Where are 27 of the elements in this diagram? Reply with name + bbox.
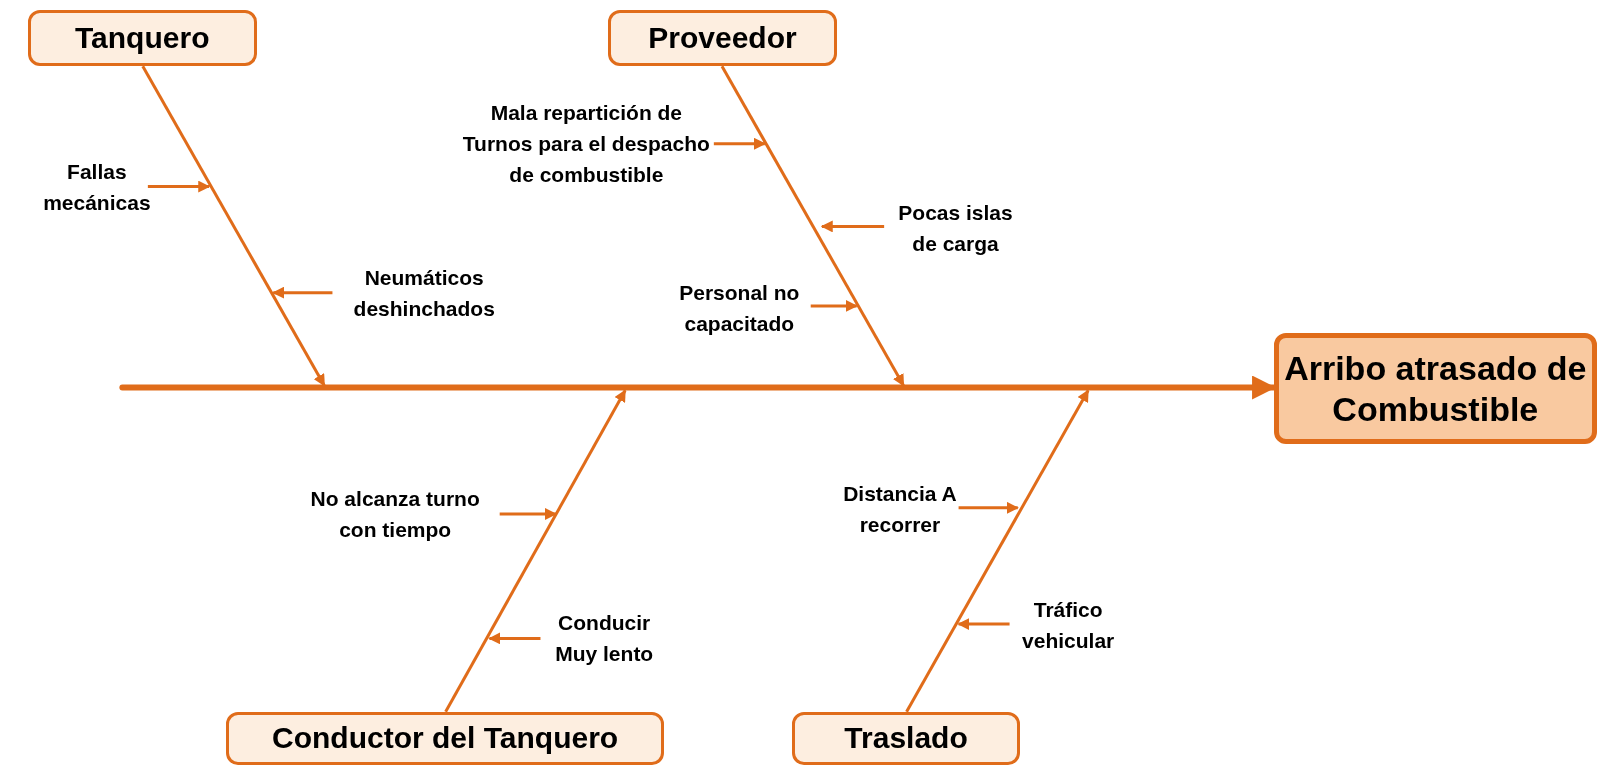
cause-arrow: [488, 632, 541, 645]
cause-arrow: [820, 220, 885, 233]
cause-arrow: [810, 299, 858, 312]
cause-label: No alcanza turno con tiempo: [290, 482, 500, 546]
bone-arrow: [720, 65, 905, 387]
bone-arrow: [444, 389, 627, 713]
effect-box: Arribo atrasado de Combustible: [1273, 333, 1597, 444]
bone-arrow: [141, 65, 326, 387]
cause-arrow: [147, 180, 211, 193]
cause-label: Tráfico vehicular: [1009, 593, 1127, 657]
cause-label: Neumáticos deshinchados: [332, 261, 516, 325]
category-box: Traslado: [792, 711, 1020, 765]
cause-arrow: [713, 137, 767, 150]
cause-arrow: [958, 501, 1019, 514]
cause-label: Mala repartición de Turnos para el despacho de combustible: [458, 94, 714, 192]
cause-label: Personal no capacitado: [667, 279, 811, 337]
cause-arrow: [957, 618, 1010, 631]
category-box: Conductor del Tanquero: [226, 711, 664, 765]
category-box: Proveedor: [607, 10, 838, 67]
bone-arrow: [905, 389, 1090, 713]
cause-label: Conducir Muy lento: [540, 606, 668, 670]
cause-arrow: [272, 286, 333, 299]
cause-arrow: [499, 507, 557, 520]
category-box: Tanquero: [27, 10, 257, 67]
cause-label: Distancia A recorrer: [841, 477, 959, 541]
cause-label: Fallas mecánicas: [45, 155, 148, 219]
cause-label: Pocas islas de carga: [884, 196, 1027, 261]
